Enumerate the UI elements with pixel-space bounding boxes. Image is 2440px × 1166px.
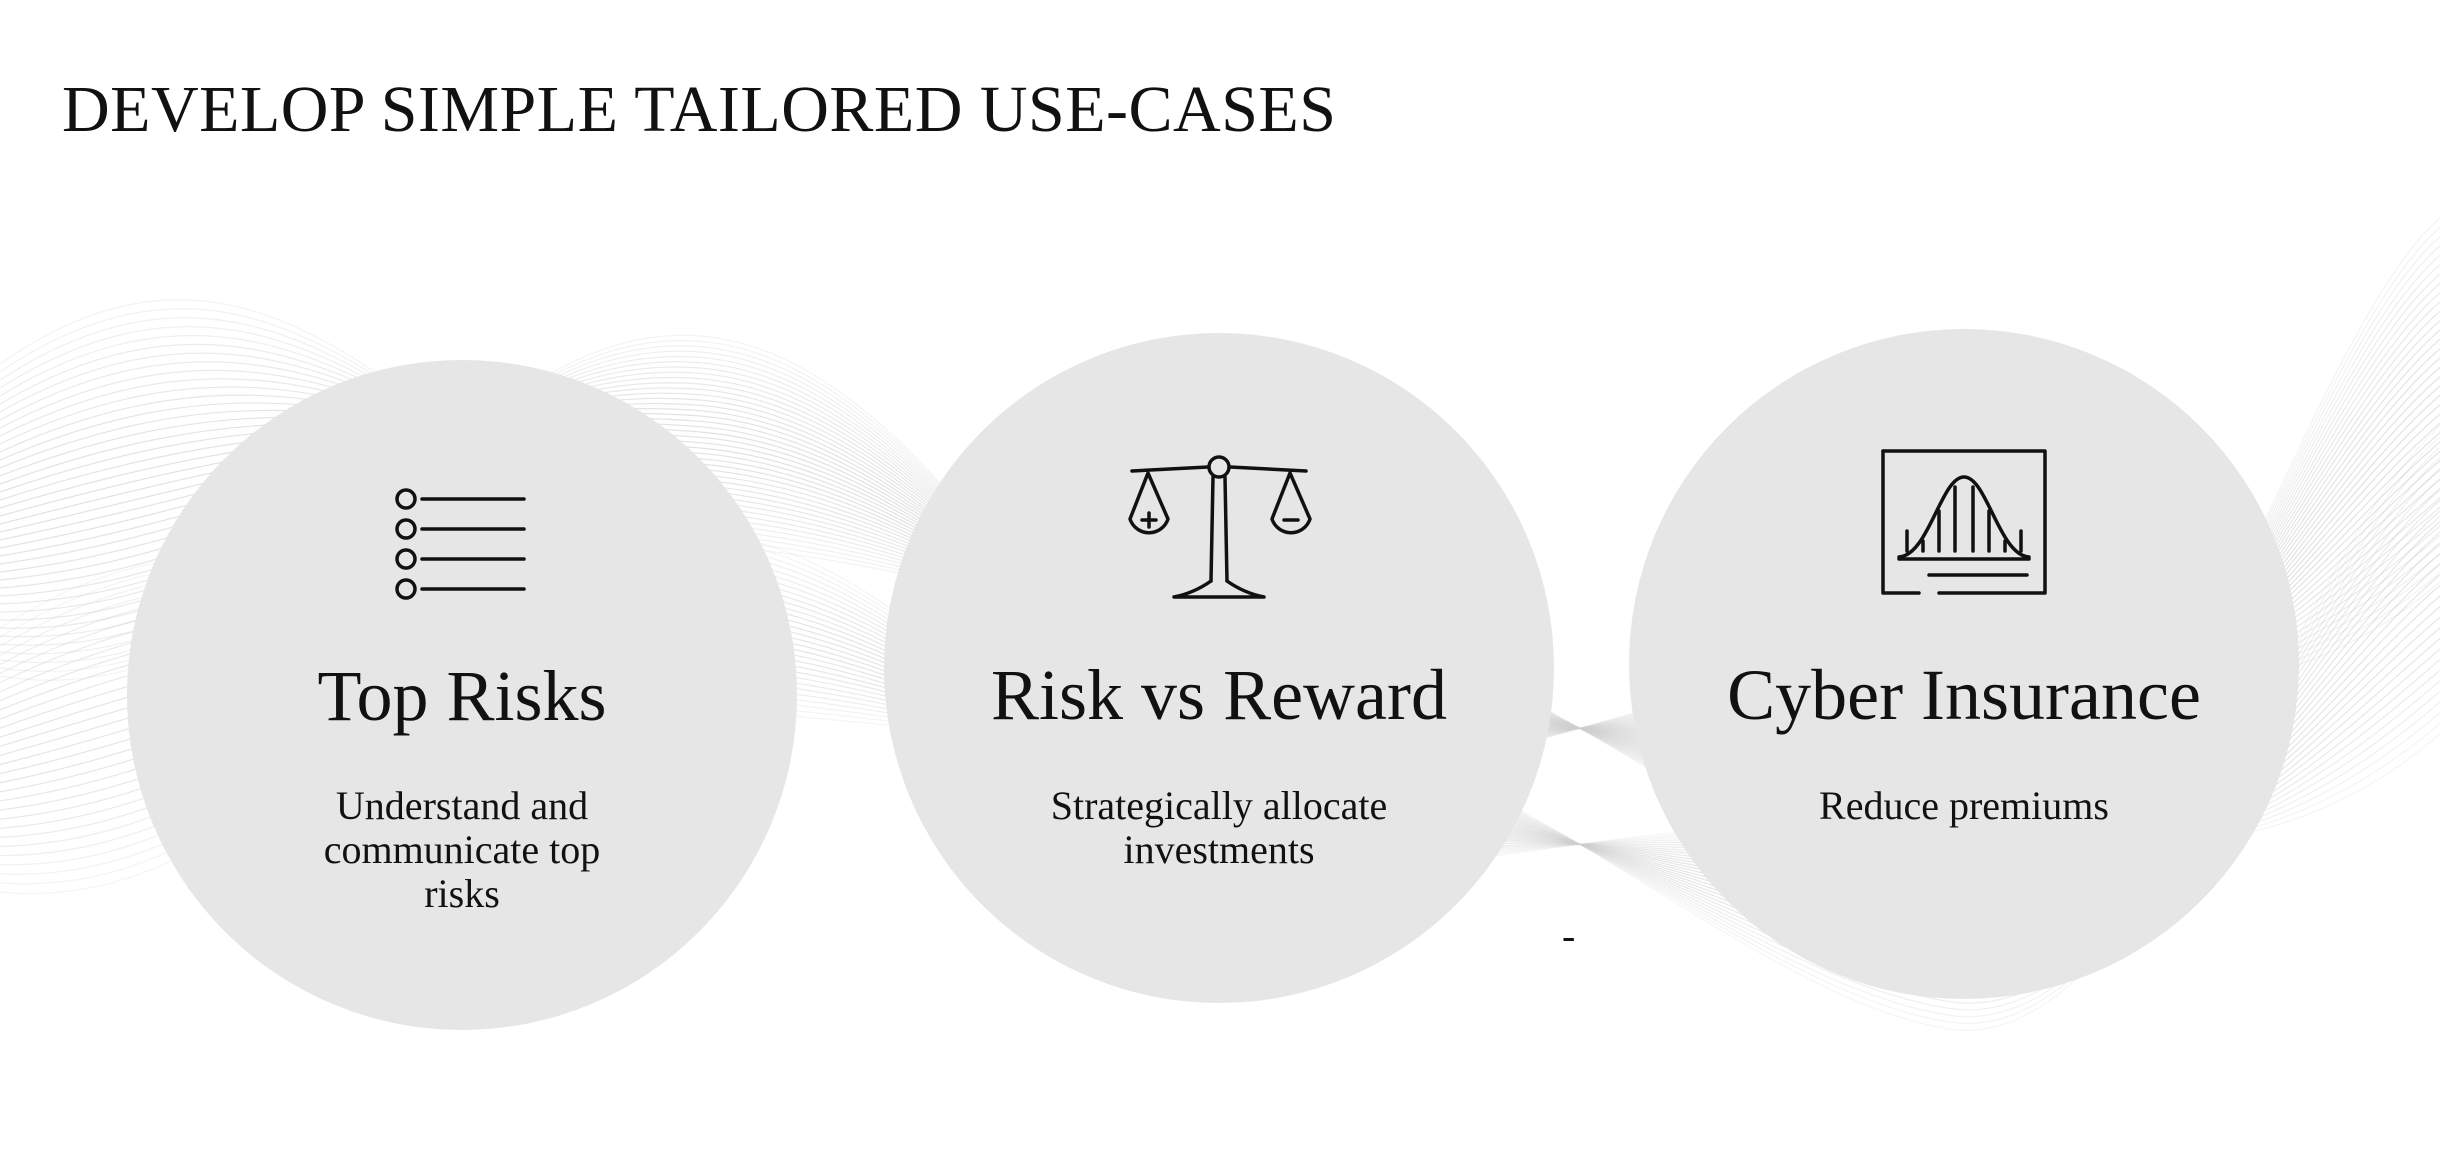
stray-dash-mark: - <box>1562 913 1576 958</box>
card-heading: Risk vs Reward <box>991 655 1447 735</box>
card-heading: Top Risks <box>317 656 607 736</box>
card-description: Strategically allocate investments <box>1050 783 1388 872</box>
card-top-risks: Top Risks Understand and communicate top… <box>127 360 797 1030</box>
card-description: Understand and communicate top risks <box>323 783 601 916</box>
slide-title: DEVELOP SIMPLE TAILORED USE-CASES <box>62 73 1337 146</box>
card-description: Reduce premiums <box>1819 783 2109 828</box>
bell-curve-chart-icon <box>1881 449 2047 595</box>
bulleted-list-icon <box>395 488 526 600</box>
card-risk-vs-reward: Risk vs Reward Strategically allocate in… <box>884 333 1554 1003</box>
card-heading: Cyber Insurance <box>1727 655 2201 735</box>
card-cyber-insurance: Cyber Insurance Reduce premiums <box>1629 329 2299 999</box>
balance-scale-icon <box>1128 455 1312 599</box>
